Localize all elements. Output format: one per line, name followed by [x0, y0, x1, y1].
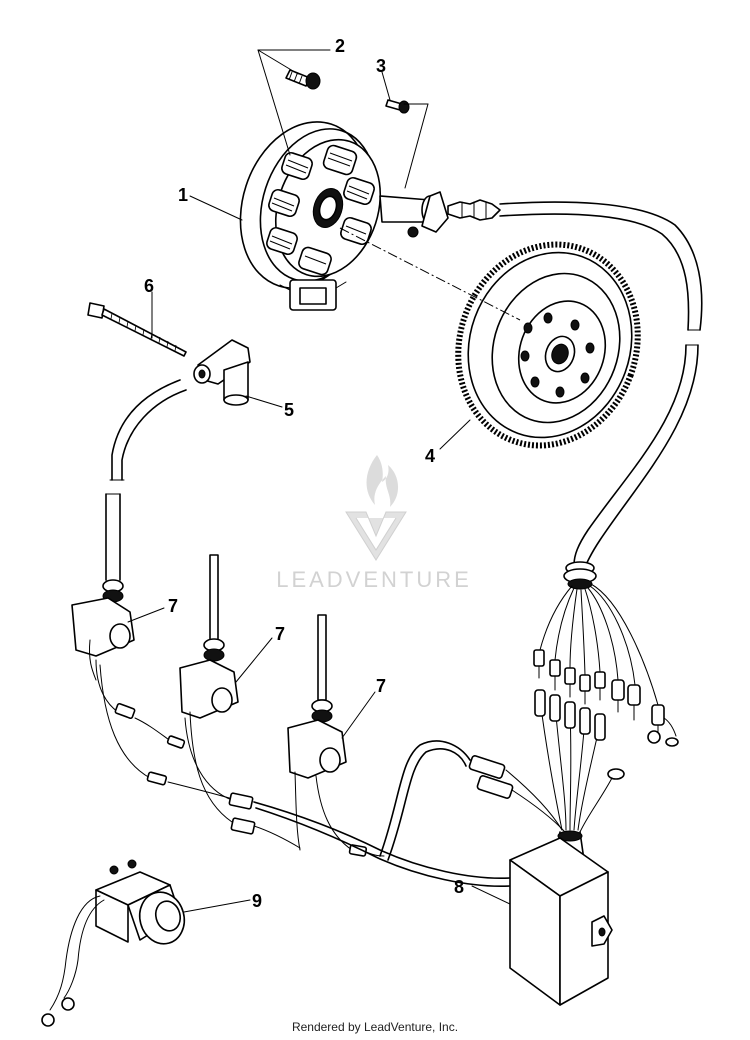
ignition-coil-middle — [179, 554, 239, 719]
stator-harness-tube — [499, 201, 703, 590]
flywheel — [455, 241, 641, 449]
ignition-coil-right — [287, 614, 347, 779]
callout-2: 2 — [335, 36, 345, 56]
cdi-module — [509, 837, 613, 1006]
watermark-flame-icon — [366, 455, 399, 507]
callout-5: 5 — [284, 400, 294, 420]
callout-9: 9 — [252, 891, 262, 911]
assembly-centerline — [339, 227, 521, 321]
left-ht-lead — [105, 379, 187, 581]
callout-7-left: 7 — [168, 596, 178, 616]
watermark-text: LEADVENTURE — [276, 567, 472, 592]
leader-lines — [127, 49, 511, 913]
callout-8: 8 — [454, 877, 464, 897]
callout-3: 3 — [376, 56, 386, 76]
callout-4: 4 — [425, 446, 435, 466]
ignition-coil-left — [71, 579, 135, 681]
starter-solenoid — [41, 859, 186, 1027]
callout-1: 1 — [178, 185, 188, 205]
leadventure-watermark: LEADVENTURE — [276, 455, 472, 592]
screw-part-2 — [285, 69, 321, 90]
spark-plug-cap — [193, 339, 251, 406]
watermark-v-icon — [345, 511, 407, 561]
screw-part-3 — [385, 99, 410, 114]
cdi-wire-bundle — [505, 689, 625, 861]
render-credit: Rendered by LeadVenture, Inc. — [292, 1020, 458, 1034]
stator-assembly — [239, 121, 501, 311]
cable-tie — [87, 302, 187, 357]
callout-6: 6 — [144, 276, 154, 296]
stator-branch-wires — [533, 583, 679, 747]
callout-7-middle: 7 — [275, 624, 285, 644]
callout-7-right: 7 — [376, 676, 386, 696]
coil-wiring — [95, 659, 514, 888]
